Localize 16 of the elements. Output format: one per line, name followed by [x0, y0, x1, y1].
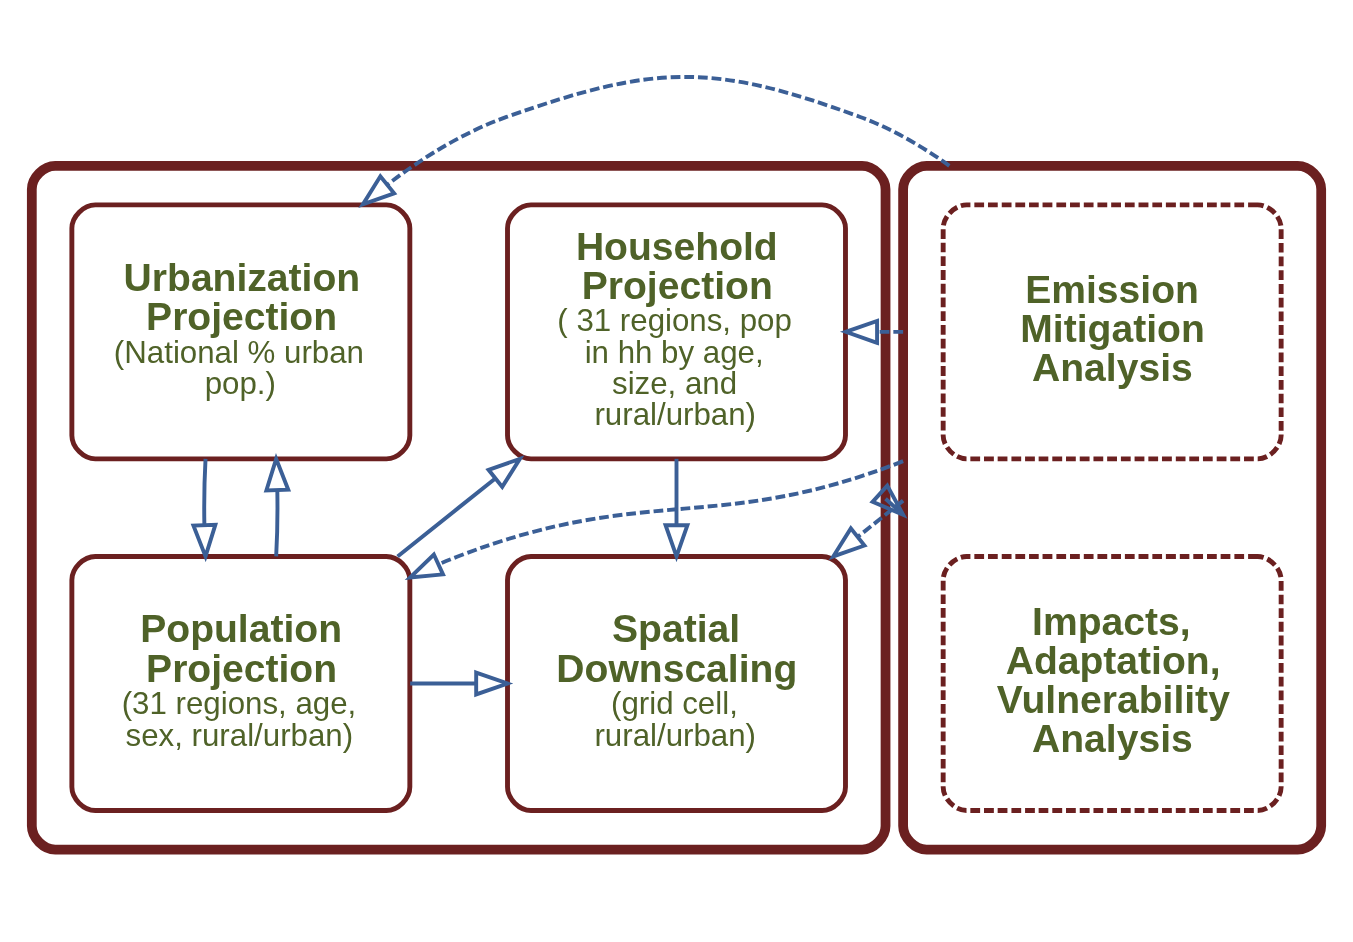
arrow [662, 458, 691, 563]
node-box: Impacts, Adaptation, Vulnerability Analysis [940, 554, 1284, 813]
arrow [358, 75, 951, 209]
arrow [410, 669, 514, 698]
arrow [190, 458, 219, 563]
cluster [26, 160, 891, 855]
node-box: Population Projection (31 regions, age, sex, rural/urban) [69, 554, 413, 813]
node-box: Spatial Downscaling (grid cell, rural/urban) [505, 554, 848, 813]
arrow [839, 318, 904, 346]
arrow [263, 452, 292, 557]
node-box: Urbanization Projection (National % urban pop.) [69, 202, 413, 462]
node-box: Household Projection ( 31 regions, pop in hh by age, size, and rural/urban) [505, 202, 848, 462]
arrow [869, 482, 908, 519]
node-box: Emission Mitigation Analysis [940, 202, 1284, 462]
cluster [898, 160, 1327, 855]
arrow [396, 455, 525, 558]
